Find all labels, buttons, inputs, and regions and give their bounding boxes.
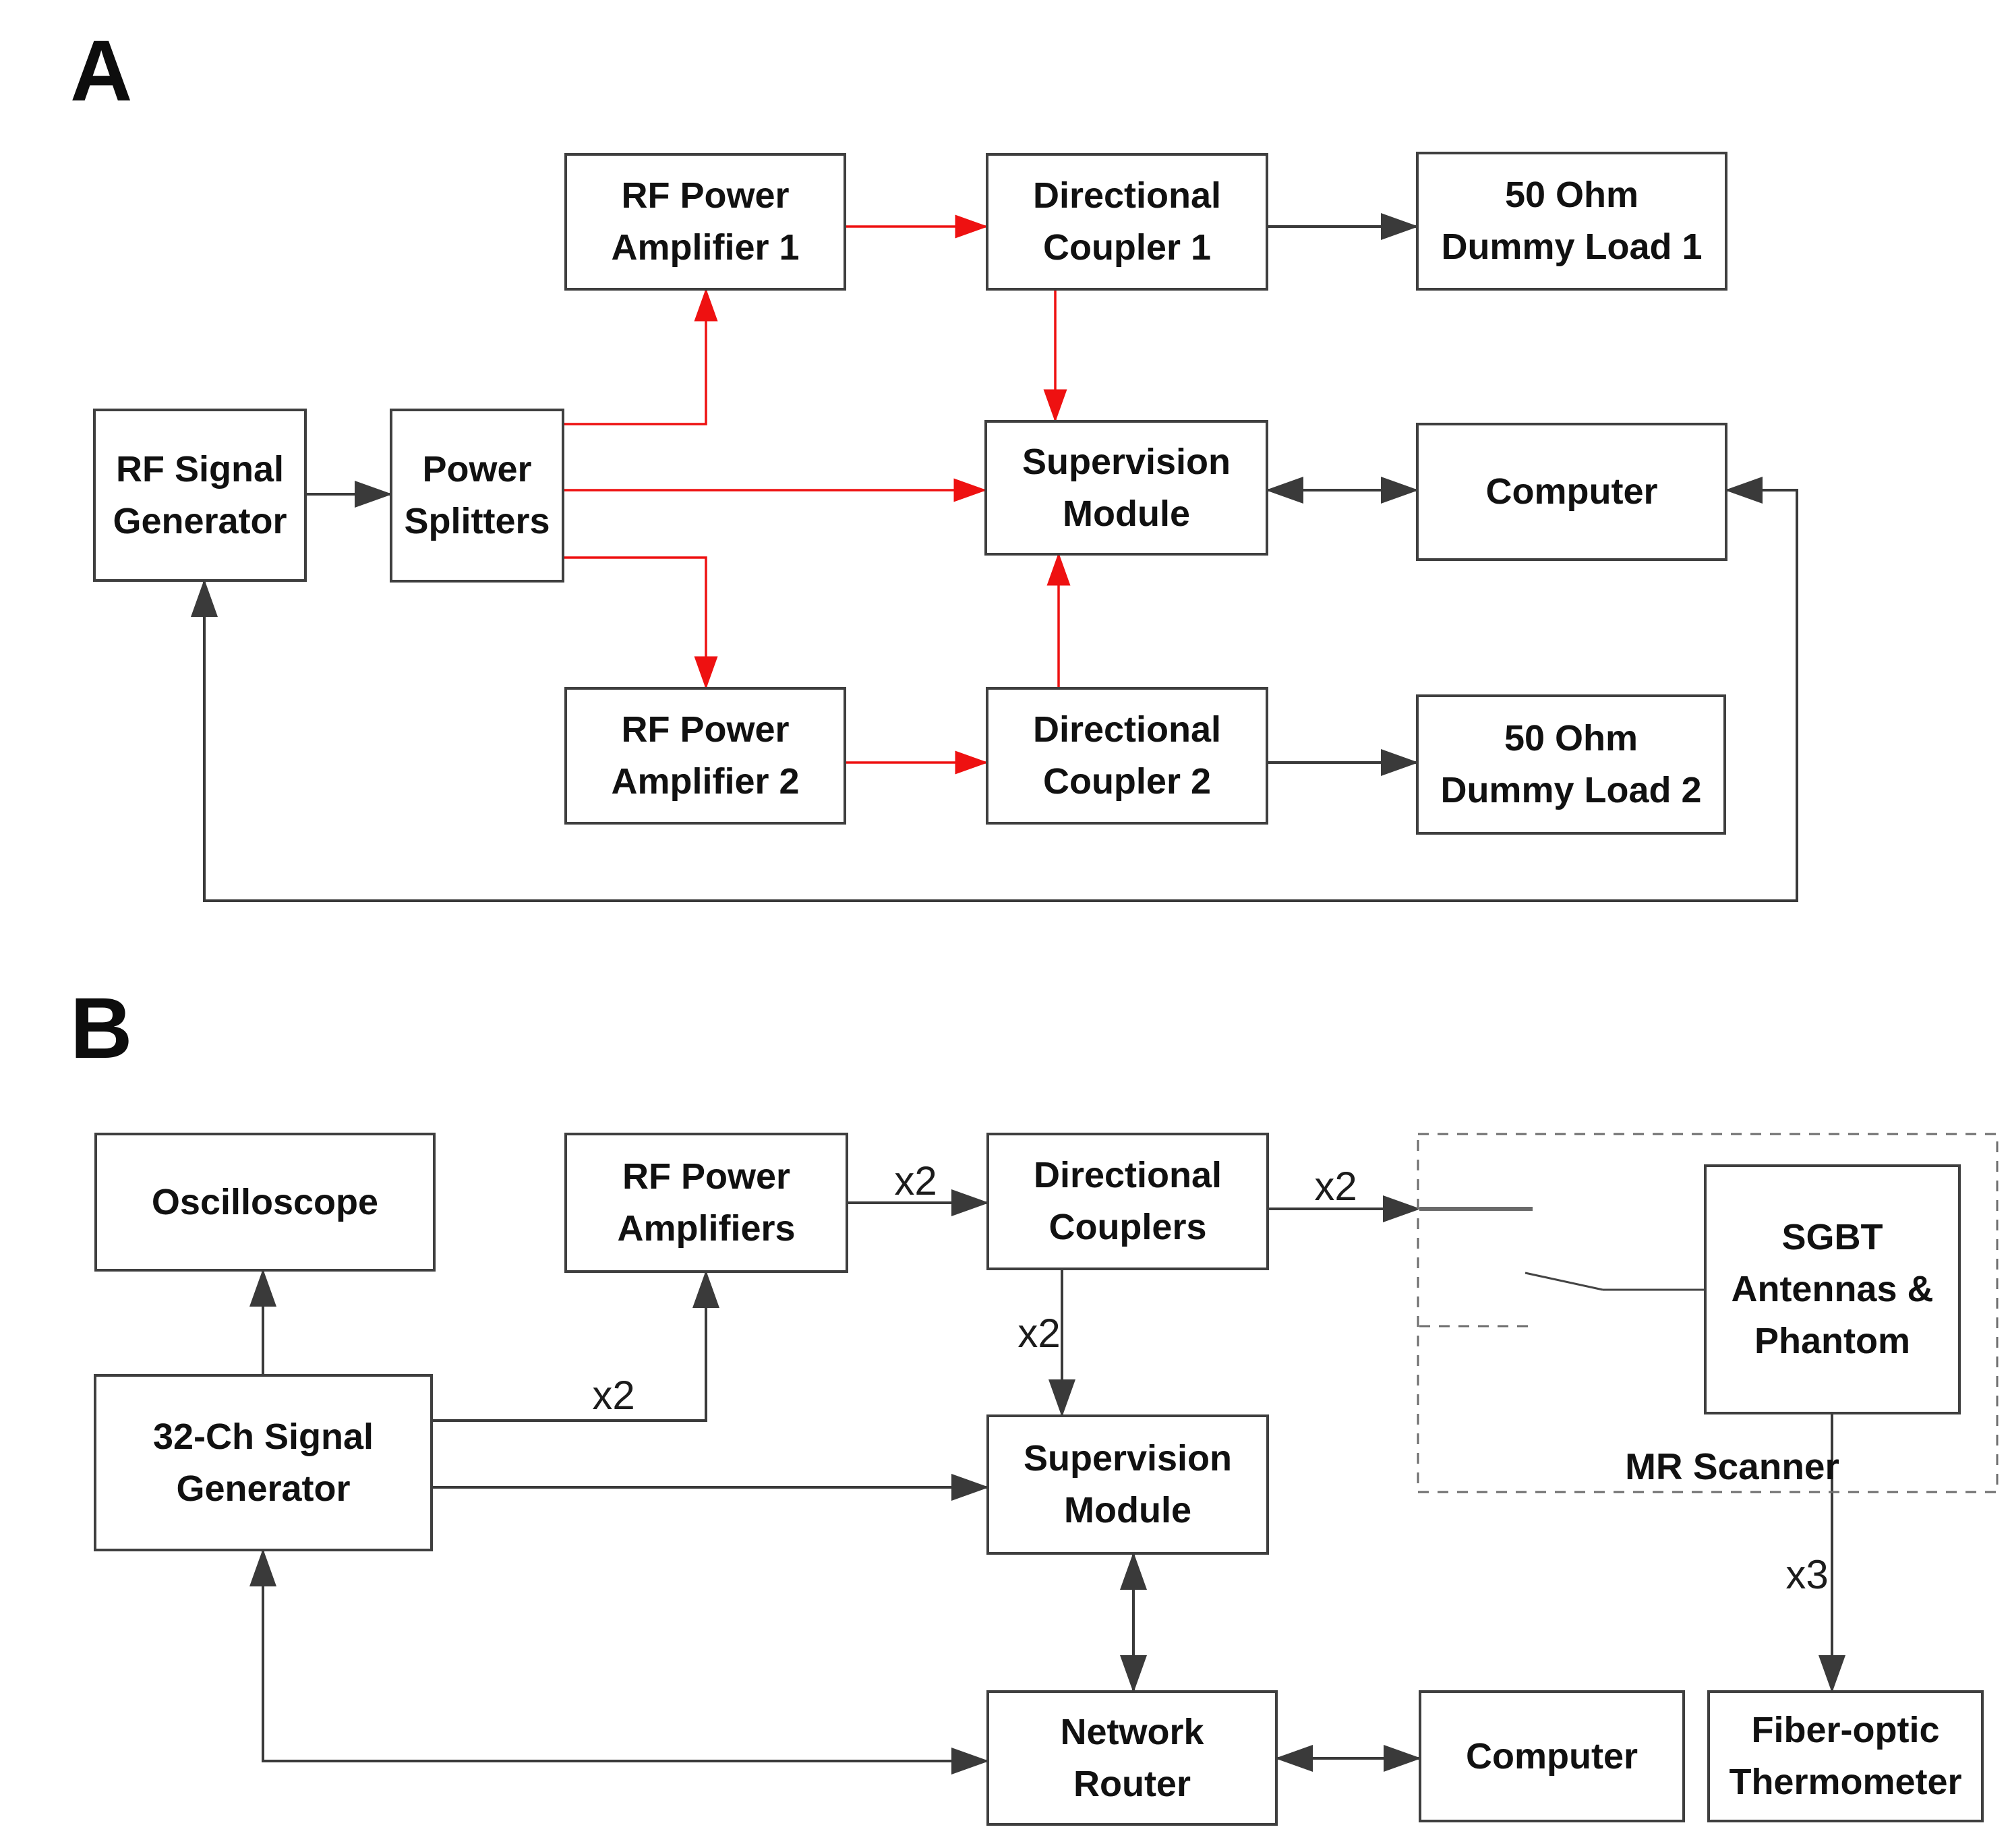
- panel-a-label: A: [70, 23, 133, 119]
- connector-computer-feedback-loop: [191, 477, 1798, 902]
- label-x2-generator-to-amplifiers: x2: [592, 1373, 635, 1418]
- node-network-router: Network Router: [986, 1690, 1278, 1826]
- connector-splitters-to-amplifier2: [564, 556, 718, 690]
- node-supervision-module-a: Supervision Module: [984, 420, 1268, 556]
- node-rf-power-amplifiers: RF Power Amplifiers: [564, 1133, 848, 1273]
- panel-b-label: B: [70, 980, 133, 1077]
- mr-scanner-label: MR Scanner: [1625, 1445, 1839, 1487]
- label-x2-amplifiers-to-couplers: x2: [894, 1158, 937, 1203]
- node-rf-power-amplifier-1: RF Power Amplifier 1: [564, 153, 846, 291]
- connector-router-generator-loop: [249, 1549, 989, 1775]
- node-dummy-load-2: 50 Ohm Dummy Load 2: [1416, 694, 1726, 835]
- node-fiber-optic-thermometer: Fiber-optic Thermometer: [1707, 1690, 1984, 1822]
- node-oscilloscope: Oscilloscope: [94, 1133, 436, 1272]
- node-directional-coupler-2: Directional Coupler 2: [986, 687, 1268, 825]
- node-32ch-signal-generator: 32-Ch Signal Generator: [94, 1374, 433, 1551]
- node-directional-couplers: Directional Couplers: [986, 1133, 1269, 1270]
- node-computer-a: Computer: [1416, 423, 1727, 561]
- node-power-splitters: Power Splitters: [390, 409, 564, 583]
- node-dummy-load-1: 50 Ohm Dummy Load 1: [1416, 152, 1727, 291]
- connector-generator-to-amplifiers: [433, 1270, 719, 1422]
- connector-splitters-to-amplifier1: [564, 288, 718, 425]
- label-x2-couplers-to-supervision: x2: [1017, 1311, 1061, 1356]
- node-supervision-module-b: Supervision Module: [986, 1414, 1269, 1555]
- label-x2-couplers-to-scanner: x2: [1314, 1164, 1357, 1209]
- label-x3-antennas-to-thermometer: x3: [1785, 1552, 1829, 1597]
- node-computer-b: Computer: [1419, 1690, 1685, 1822]
- node-rf-power-amplifier-2: RF Power Amplifier 2: [564, 687, 846, 825]
- node-directional-coupler-1: Directional Coupler 1: [986, 153, 1268, 291]
- scanner-switch-line: [1525, 1272, 1603, 1291]
- node-sgbt-antennas-phantom: SGBT Antennas & Phantom: [1704, 1164, 1961, 1414]
- node-rf-signal-generator: RF Signal Generator: [93, 409, 307, 582]
